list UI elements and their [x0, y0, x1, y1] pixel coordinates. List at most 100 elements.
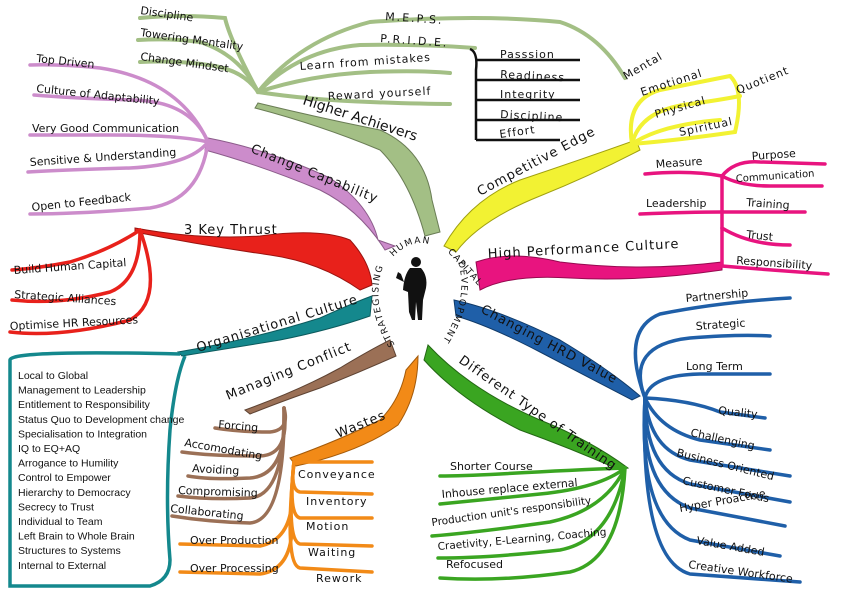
cc-item-communication: Very Good Communication — [32, 122, 179, 135]
ce-item-physical: Physical — [653, 94, 707, 121]
higher-achievers-trunk — [254, 102, 441, 237]
mc-item-forcing: Forcing — [218, 418, 259, 434]
ce-line-quotient — [728, 74, 741, 134]
hrd-item-partnership: Partnership — [685, 287, 749, 305]
mc-line-5 — [170, 406, 286, 525]
org-culture-item: IQ to EQ+AQ — [18, 443, 80, 455]
center-arc-strategising: STRATEGISING — [371, 263, 397, 348]
cc-item-top-driven: Top Driven — [35, 52, 95, 71]
ha-item-reward: Reward yourself — [327, 85, 431, 103]
org-culture-frame — [8, 351, 187, 588]
dt-line-2 — [438, 466, 627, 506]
changing-hrd-title: Changing HRD Value — [478, 302, 620, 387]
branch-change-capability: Change Capability Top Driven Culture of … — [26, 52, 397, 251]
hp-line-comm — [720, 174, 824, 188]
ce-line-mental — [628, 74, 732, 146]
cc-line-5 — [28, 140, 210, 216]
ce-line-spiritual — [630, 130, 737, 146]
center-arc-human: HUMAN — [388, 236, 431, 259]
pride-item-readiness: Readiness — [500, 68, 565, 84]
branch-higher-achievers: Higher Achievers Discipline Towering Men… — [136, 4, 627, 237]
ha-item-change-mindset: Change Mindset — [140, 50, 231, 75]
hp-item-purpose: Purpose — [751, 147, 796, 163]
dt-item-shorter: Shorter Course — [450, 460, 533, 473]
ce-line-emotional — [630, 94, 742, 146]
hp-item-training: Training — [745, 196, 790, 212]
hp-line-purpose — [720, 160, 827, 178]
wastes-item-overprocessing: Over Processing — [190, 562, 279, 575]
hrd-line-2 — [638, 333, 772, 400]
managing-conflict-trunk — [243, 339, 397, 415]
ha-line-change-mindset — [138, 59, 260, 94]
ha-line-pride — [256, 42, 477, 94]
hrd-item-quality: Quality — [718, 404, 759, 421]
branch-wastes: Wastes Conveyance Inventory Motion Waiti… — [178, 354, 419, 585]
pride-item-discipline: Discipline — [500, 108, 564, 124]
kt-line-1 — [10, 228, 142, 272]
hrd-item-challenging: Challenging — [689, 426, 756, 452]
cc-line-4 — [26, 140, 210, 174]
hrd-item-longterm: Long Term — [686, 360, 743, 373]
hrd-item-value: Value Added — [695, 534, 765, 559]
org-culture-item: Arrogance to Humility — [18, 458, 119, 470]
cc-item-culture: Culture of Adaptability — [36, 82, 161, 108]
change-capability-title: Change Capability — [249, 142, 381, 207]
key-thrust-trunk — [134, 227, 373, 291]
cc-line-2 — [32, 93, 210, 144]
ha-item-meps: M.E.P.S. — [385, 10, 444, 27]
org-culture-item: Hierarchy to Democracy — [18, 487, 131, 499]
hrd-item-creative: Creative Workforce — [688, 558, 794, 586]
changing-hrd-trunk — [453, 299, 641, 401]
dt-line-4 — [436, 466, 627, 560]
hp-line-leadership — [638, 210, 724, 216]
kt-line-3 — [8, 228, 153, 336]
ha-line-reward — [256, 90, 452, 106]
hp-line-trust — [720, 226, 792, 247]
hrd-line-5 — [643, 396, 772, 452]
org-culture-item: Left Brain to Whole Brain — [18, 531, 135, 543]
dt-line-1 — [438, 466, 627, 478]
org-culture-item: Entitlement to Responsibility — [18, 399, 151, 411]
hp-item-trust: Trust — [745, 228, 775, 244]
center-node: HUMAN CAPITAL DEVELOPMENT STRATEGISING — [371, 236, 484, 349]
ce-item-mental: Mental — [621, 50, 665, 83]
kt-item-alliances: Strategic Alliances — [14, 288, 117, 308]
hrd-line-10 — [642, 396, 802, 584]
pride-item-integrity: Integrity — [500, 88, 556, 101]
cc-line-3 — [28, 133, 210, 144]
wastes-item-conveyance: Conveyance — [298, 468, 376, 481]
ha-item-discipline: Discipline — [140, 4, 195, 24]
org-culture-item: Structures to Systems — [18, 545, 121, 557]
wastes-item-rework: Rework — [316, 572, 363, 585]
hp-item-measure: Measure — [655, 155, 703, 171]
ha-line-towering — [136, 37, 260, 94]
wastes-item-waiting: Waiting — [308, 546, 356, 559]
org-culture-item: Internal to External — [18, 560, 106, 572]
dt-item-refocused: Refocused — [446, 558, 503, 571]
org-culture-trunk — [176, 295, 373, 357]
key-thrust-title: 3 Key Thrust — [184, 223, 278, 238]
hp-item-responsibility: Responsibility — [736, 254, 813, 272]
w-line-overprocessing — [178, 528, 294, 576]
org-culture-item: Management to Leadership — [18, 385, 146, 397]
wastes-item-motion: Motion — [306, 520, 349, 533]
hrd-line-1 — [633, 296, 792, 400]
org-culture-item: Local to Global — [18, 370, 88, 382]
org-culture-item: Individual to Team — [18, 516, 103, 528]
mc-item-avoiding: Avoiding — [192, 462, 240, 477]
hrd-line-3 — [643, 372, 772, 400]
ha-line-learn — [256, 69, 452, 94]
high-performance-trunk — [475, 255, 723, 291]
w-line-overproduction — [178, 498, 294, 548]
mc-item-compromising: Compromising — [178, 484, 258, 500]
hrd-item-strategic: Strategic — [695, 317, 746, 333]
ha-line-discipline — [138, 14, 260, 94]
person-silhouette-icon — [396, 257, 427, 320]
ce-item-quotient: Quotient — [734, 64, 791, 97]
kt-line-2 — [10, 228, 142, 304]
ha-line-meps — [256, 16, 627, 94]
org-culture-item: Status Quo to Development change — [18, 414, 185, 426]
